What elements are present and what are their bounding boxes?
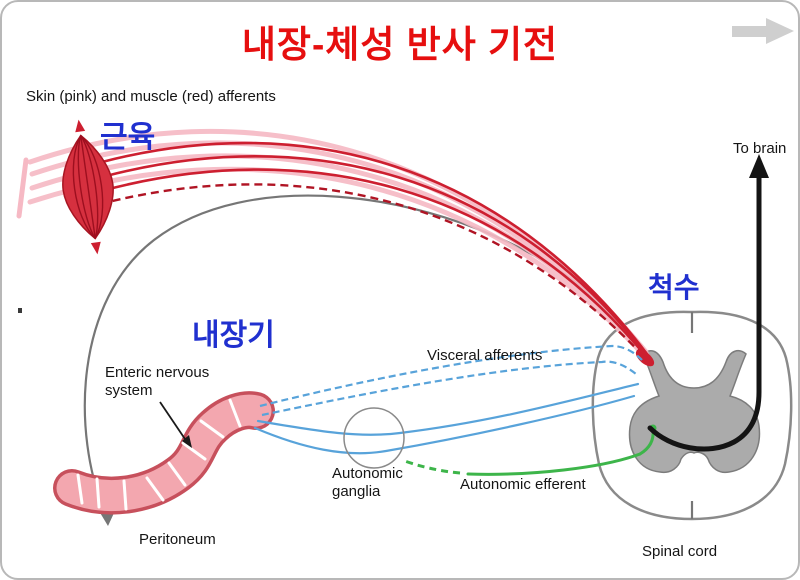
spinal-label-kr: 척수 (648, 272, 700, 303)
spinal-cord-section (591, 310, 793, 521)
peritoneum-label: Peritoneum (139, 531, 216, 548)
muscle-stretch-arrow-bottom-icon (90, 241, 101, 255)
muscle-illustration (62, 119, 114, 255)
muscle-afferent-fibers (99, 141, 655, 367)
gray-matter (628, 349, 761, 474)
muscle-label-kr: 근육 (100, 121, 156, 154)
to-brain-arrow-icon (647, 154, 769, 452)
enteric-pointer-arrow-icon (159, 401, 192, 448)
autonomic-ganglia-label: Autonomic ganglia (332, 465, 403, 500)
intestine-illustration (53, 391, 275, 515)
skin-band (16, 157, 29, 219)
visceral-afferents-label: Visceral afferents (427, 347, 543, 364)
peritoneum-arrowhead-icon (99, 511, 114, 526)
intestine-segments (76, 398, 242, 511)
autonomic-ganglion-circle (343, 407, 405, 469)
enteric-label: Enteric nervous system (105, 364, 210, 399)
viscera-label-kr: 내장기 (192, 319, 275, 352)
muscle-stretch-arrow-top-icon (75, 119, 86, 133)
skin-afferent-fibers (27, 128, 652, 364)
right-block-arrow-icon (732, 18, 794, 44)
diagram-title: 내장-체성 반사 기전 (241, 24, 559, 65)
autonomic-efferent-label: Autonomic efferent (460, 476, 586, 493)
dorsal-entry-blob (635, 349, 655, 367)
afferents-caption: Skin (pink) and muscle (red) afferents (26, 88, 276, 105)
stray-mark (18, 308, 22, 313)
to-brain-label: To brain (733, 140, 787, 157)
spinal-cord-label: Spinal cord (642, 543, 718, 560)
